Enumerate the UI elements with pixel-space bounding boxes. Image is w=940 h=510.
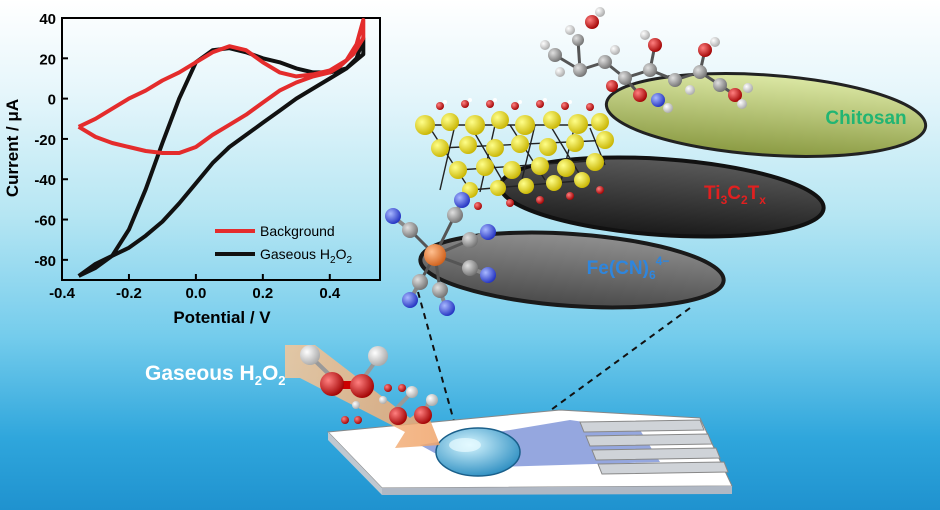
x-tick-label: -0.2 bbox=[116, 285, 142, 302]
electrode-layers: Chitosan Ti3C2Tx Fe(CN)64− bbox=[418, 72, 928, 310]
x-axis: -0.4 -0.2 0.0 0.2 0.4 bbox=[49, 274, 341, 302]
y-axis-label: Current / μA bbox=[3, 99, 22, 197]
chitosan-layer bbox=[604, 72, 928, 158]
sensor-drop bbox=[435, 427, 521, 477]
h2o2-molecules-icon bbox=[300, 345, 438, 425]
series-line-background bbox=[77, 18, 366, 155]
x-tick-label: 0.0 bbox=[185, 285, 206, 302]
ferrocyanide-molecule-icon bbox=[385, 192, 496, 316]
gaseous-h2o2-label: Gaseous H2O2 bbox=[145, 362, 286, 388]
fe-cn-label: Fe(CN)64− bbox=[587, 254, 670, 282]
y-tick-label: -60 bbox=[34, 213, 56, 230]
legend-label-background: Background bbox=[260, 223, 335, 239]
chitosan-label: Chitosan bbox=[825, 108, 906, 129]
zoom-lines bbox=[417, 291, 691, 441]
x-tick-label: 0.2 bbox=[252, 285, 273, 302]
x-tick-label: 0.4 bbox=[319, 285, 341, 302]
plot-frame bbox=[61, 17, 381, 281]
chitosan-molecule-icon bbox=[540, 7, 753, 113]
y-tick-label: -80 bbox=[34, 253, 56, 270]
x-tick-label: -0.4 bbox=[49, 285, 76, 302]
y-tick-label: 40 bbox=[39, 11, 56, 28]
series-layer bbox=[77, 18, 366, 278]
fe-cn-layer bbox=[418, 230, 726, 310]
y-axis: 40 20 0 -20 -40 -60 -80 bbox=[34, 11, 68, 270]
y-tick-label: -20 bbox=[34, 132, 56, 149]
y-tick-label: 0 bbox=[48, 92, 56, 109]
mxene-structure-icon bbox=[415, 98, 614, 210]
ti3c2tx-label: Ti3C2Tx bbox=[704, 183, 766, 207]
y-tick-label: -40 bbox=[34, 172, 56, 189]
x-axis-label: Potential / V bbox=[173, 308, 271, 327]
y-tick-label: 20 bbox=[39, 51, 56, 68]
cv-chart: 40 20 0 -20 -40 -60 -80 -0.4 -0.2 0.0 0.2 0.4 Pote… bbox=[3, 11, 381, 327]
legend: Background Gaseous H2O2 bbox=[215, 223, 353, 266]
legend-label-h2o2: Gaseous H2O2 bbox=[260, 246, 353, 266]
